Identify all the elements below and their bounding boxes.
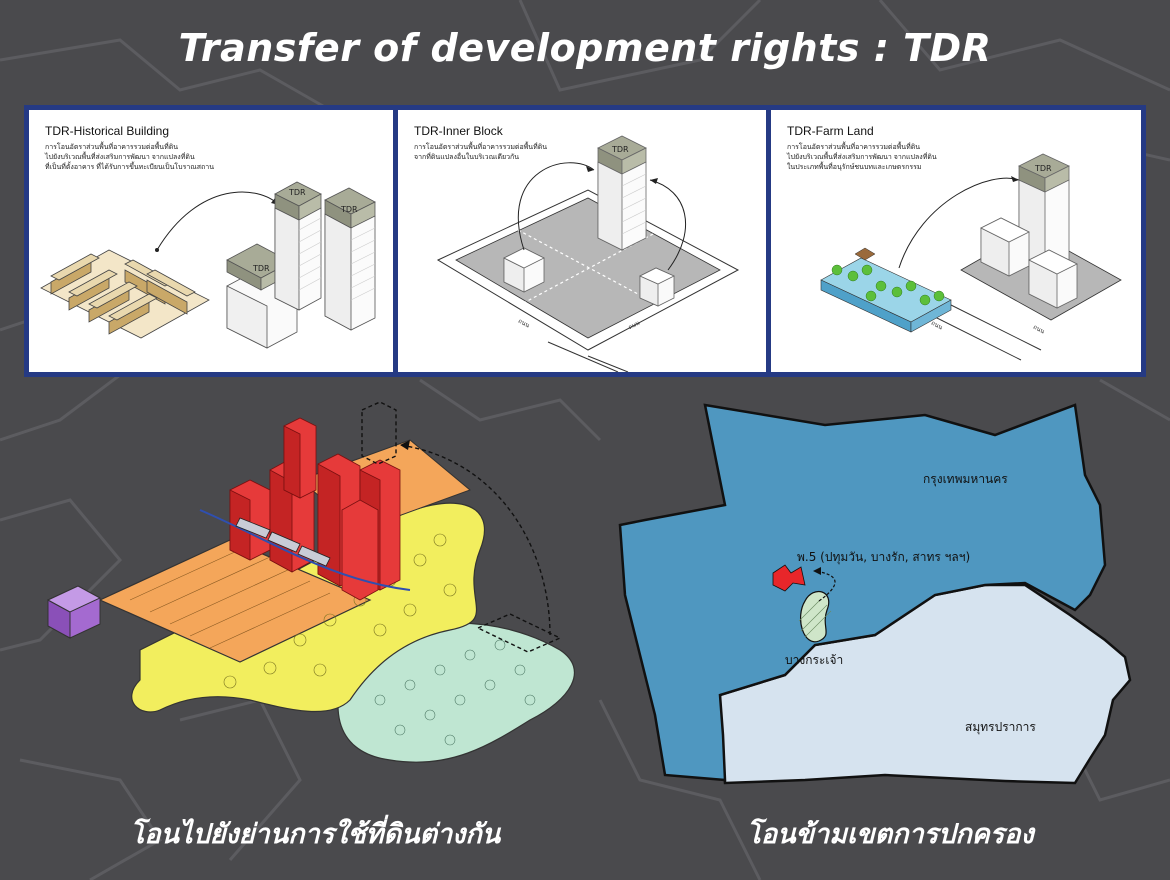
left-caption: โอนไปยังย่านการใช้ที่ดินต่างกัน <box>129 819 501 850</box>
description-line: ไปยังบริเวณพื้นที่ส่งเสริมการพัฒนา จากแป… <box>45 154 195 161</box>
panel-title: TDR-Historical Building <box>45 124 170 138</box>
right-caption: โอนข้ามเขตการปกครอง <box>746 819 1034 850</box>
description-line: การโอนอัตราส่วนพื้นที่อาคารรวมต่อพื้นที่… <box>414 144 548 151</box>
panel-description: การโอนอัตราส่วนพื้นที่อาคารรวมต่อพื้นที่… <box>45 143 245 173</box>
rural-zone <box>337 622 575 763</box>
zone-p5-label: พ.5 (ปทุมวัน, บางรัก, สาทร ฯลฯ) <box>797 550 971 564</box>
transfer-arrow <box>361 401 562 653</box>
page-title: Transfer of development rights : TDR <box>178 26 992 70</box>
tdr-label: TDR <box>253 264 270 273</box>
heritage-zone <box>46 585 102 639</box>
samut-prakan-label: สมุทรปราการ <box>965 720 1036 734</box>
tdr-label: TDR <box>289 188 306 197</box>
tdr-label: TDR <box>341 205 358 214</box>
medium-density-zone <box>98 539 372 663</box>
farm-land-diagram <box>820 153 1122 361</box>
description-line: จากที่ดินแปลงอื่นในบริเวณเดียวกัน <box>414 154 520 161</box>
description-line: ที่เป็นที่ตั้งอาคาร ที่ได้รับการขึ้นทะเบ… <box>45 164 214 171</box>
bangkok-region-map <box>618 403 1132 785</box>
land-use-transfer-diagram <box>46 401 575 763</box>
bangkok-area <box>618 403 1107 782</box>
tdr-label: TDR <box>1035 164 1052 173</box>
panel-description: การโอนอัตราส่วนพื้นที่อาคารรวมต่อพื้นที่… <box>787 143 987 173</box>
panel-inner-block: TDR-Inner Block การโอนอัตราส่วนพื้นที่อา… <box>398 110 766 372</box>
historical-building-diagram <box>40 181 376 349</box>
panel-title: TDR-Inner Block <box>414 124 503 138</box>
tdr-label: TDR <box>612 145 629 154</box>
panel-historical-building: TDR-Historical Building การโอนอัตราส่วนพ… <box>29 110 393 372</box>
description-line: ในประเภทพื้นที่อนุรักษ์ชนบทและเกษตรกรรม <box>787 164 922 171</box>
tdr-panels: TDR-Historical Building การโอนอัตราส่วนพ… <box>24 105 1146 377</box>
description-line: การโอนอัตราส่วนพื้นที่อาคารรวมต่อพื้นที่… <box>787 144 921 151</box>
zone-p5-area <box>772 564 806 592</box>
bang-krachao-area <box>800 590 830 643</box>
heritage-row-houses <box>40 249 210 339</box>
description-line: ไปยังบริเวณพื้นที่ส่งเสริมการพัฒนา จากแป… <box>787 154 937 161</box>
sky-train <box>235 517 331 567</box>
bang-krachao-label: บางกระเจ้า <box>785 653 844 667</box>
panel-title: TDR-Farm Land <box>787 124 874 138</box>
description-line: การโอนอัตราส่วนพื้นที่อาคารรวมต่อพื้นที่… <box>45 144 179 151</box>
panel-description: การโอนอัตราส่วนพื้นที่อาคารรวมต่อพื้นที่… <box>414 143 614 163</box>
bangkok-label: กรุงเทพมหานคร <box>923 472 1008 486</box>
inner-block-diagram <box>436 135 740 372</box>
panel-farm-land: TDR-Farm Land การโอนอัตราส่วนพื้นที่อาคา… <box>771 110 1141 372</box>
